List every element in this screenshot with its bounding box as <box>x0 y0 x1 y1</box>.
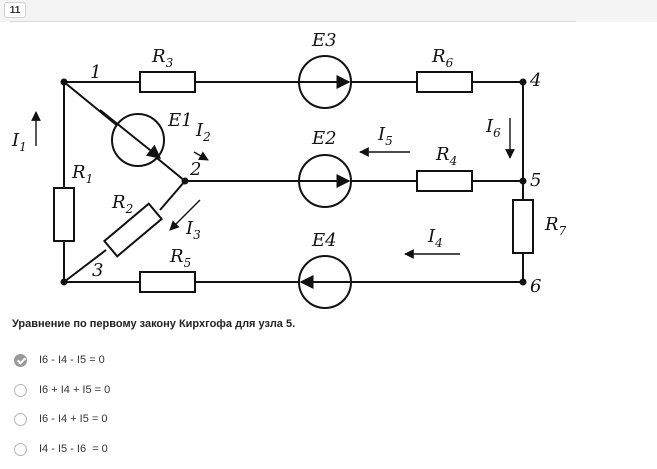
question-number-badge: 11 <box>4 2 26 18</box>
source-label-e4: E4 <box>311 230 337 251</box>
resistor-label-r7: R7 <box>544 214 567 238</box>
question-header: 11 <box>0 0 657 22</box>
node-dot-1 <box>60 78 68 86</box>
answer-option-2[interactable]: I6 + I4 + I5 = 0 <box>14 381 110 399</box>
current-label-i2: I2 <box>195 120 211 144</box>
current-arrow-i3 <box>169 199 201 231</box>
current-label-i3: I3 <box>185 218 201 242</box>
node-dot-4 <box>519 78 527 86</box>
resistor-r2 <box>102 202 164 258</box>
node-dot-5 <box>519 177 527 185</box>
node-dot-2 <box>181 177 189 185</box>
resistor-r4 <box>416 170 473 192</box>
node-label-1: 1 <box>90 62 101 83</box>
resistor-r5 <box>139 271 196 293</box>
current-label-i4: I4 <box>427 226 443 250</box>
radio-checked-icon[interactable] <box>14 353 27 367</box>
current-label-i5: I5 <box>377 124 393 148</box>
wire-3-2 <box>63 180 186 283</box>
radio-icon[interactable] <box>14 442 27 456</box>
source-label-e2: E2 <box>311 128 337 149</box>
source-label-e3: E3 <box>311 30 337 51</box>
node-dot-3 <box>60 278 68 286</box>
node-label-6: 6 <box>530 276 541 297</box>
node-dot-6 <box>519 278 527 286</box>
node-label-2: 2 <box>189 159 201 180</box>
resistor-label-r3: R3 <box>151 46 174 70</box>
answer-option-label: I4 - I5 - I6 = 0 <box>39 443 108 455</box>
source-label-e1: E1 <box>167 110 193 131</box>
answer-option-3[interactable]: I6 - I4 + I5 = 0 <box>14 410 108 428</box>
radio-icon[interactable] <box>14 383 27 397</box>
resistor-label-r2: R2 <box>111 192 133 216</box>
circuit-diagram: 1 2 3 4 5 6 E3 E2 E4 E1 R3 R6 R4 R1 R2 R… <box>11 30 567 309</box>
answer-option-label: I6 - I4 - I5 = 0 <box>39 354 105 366</box>
answer-option-label: I6 + I4 + I5 = 0 <box>39 384 111 396</box>
question-text: Уравнение по первому закону Кирхгофа для… <box>12 318 296 330</box>
current-arrow-i2 <box>193 151 209 161</box>
header-divider <box>10 21 576 22</box>
radio-icon[interactable] <box>14 412 27 426</box>
node-label-4: 4 <box>529 70 541 91</box>
current-label-i6: I6 <box>485 116 501 140</box>
current-label-i1: I1 <box>11 130 27 154</box>
answer-option-label: I6 - I4 + I5 = 0 <box>39 413 108 425</box>
answer-option-4[interactable]: I4 - I5 - I6 = 0 <box>14 440 108 458</box>
resistor-r6 <box>416 71 473 93</box>
resistor-label-r6: R6 <box>431 46 454 70</box>
resistor-label-r4: R4 <box>435 144 457 168</box>
resistor-label-r1: R1 <box>71 162 93 186</box>
answer-option-1[interactable]: I6 - I4 - I5 = 0 <box>14 351 105 369</box>
resistor-label-r5: R5 <box>169 246 191 270</box>
node-label-5: 5 <box>530 170 541 191</box>
resistor-r1 <box>53 187 75 242</box>
source-e1-arrow <box>99 109 162 159</box>
node-label-3: 3 <box>92 260 103 281</box>
resistor-r3 <box>139 71 196 93</box>
resistor-r7 <box>512 199 534 254</box>
